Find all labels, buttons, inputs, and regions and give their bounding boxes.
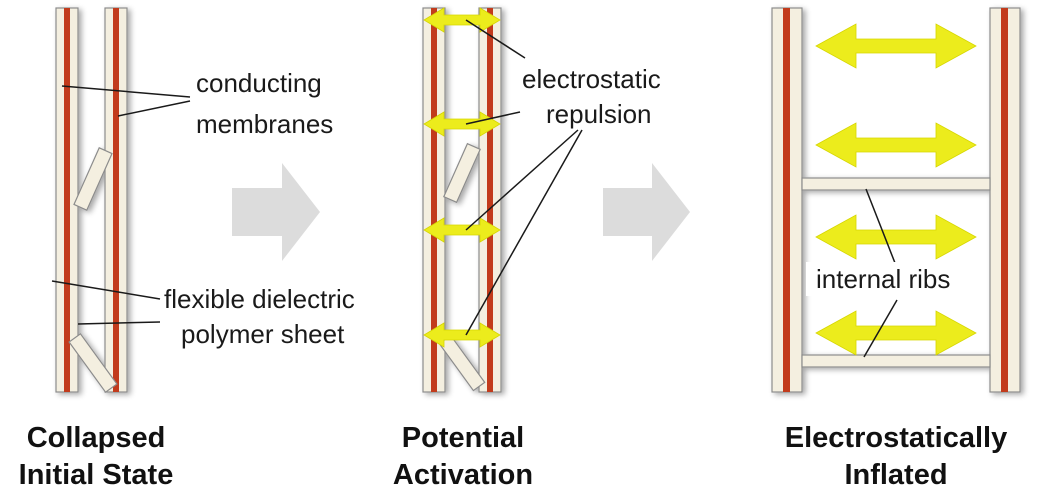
repulsion-arrow-icon xyxy=(423,217,501,243)
repulsion-arrow-icon xyxy=(423,322,501,348)
repulsion-arrows-large xyxy=(815,23,977,356)
label-membranes: membranes xyxy=(196,109,333,139)
label-electrostatic: electrostatic xyxy=(522,64,661,94)
label-conducting: conducting xyxy=(196,68,322,98)
membrane-left xyxy=(55,7,79,393)
repulsion-arrow-icon xyxy=(815,122,977,168)
membrane-left xyxy=(422,7,446,393)
membrane-left xyxy=(771,7,803,393)
stage-collapsed xyxy=(55,7,128,394)
leaders-stage2 xyxy=(465,19,583,336)
folded-polymer-sheet-upper xyxy=(443,142,481,204)
label-background xyxy=(806,262,986,296)
membrane-right xyxy=(104,7,128,393)
flow-arrow-1 xyxy=(232,163,320,261)
repulsion-arrows-small xyxy=(423,7,501,348)
label-internal-ribs: internal ribs xyxy=(816,264,950,294)
internal-rib-lower xyxy=(801,354,991,368)
caption-stage1-line2: Initial State xyxy=(19,459,174,491)
leaders-stage1 xyxy=(51,85,191,325)
repulsion-arrow-icon xyxy=(423,7,501,33)
leaders-stage3 xyxy=(863,188,898,358)
label-flexible-dielectric: flexible dielectric xyxy=(164,284,355,314)
membrane-right xyxy=(989,7,1021,393)
stage-inflated xyxy=(771,7,1021,393)
flow-arrow-2 xyxy=(603,163,690,261)
label-repulsion: repulsion xyxy=(546,99,652,129)
caption-stage2-line1: Potential xyxy=(402,422,524,454)
folded-polymer-sheet-upper xyxy=(73,147,113,211)
repulsion-arrow-icon xyxy=(423,111,501,137)
internal-rib-upper xyxy=(801,177,991,191)
repulsion-arrow-icon xyxy=(815,23,977,69)
caption-stage2-line2: Activation xyxy=(393,459,533,491)
caption-stage1-line1: Collapsed xyxy=(27,422,166,454)
repulsion-arrow-icon xyxy=(815,214,977,260)
caption-stage3-line1: Electrostatically xyxy=(785,422,1007,454)
caption-stage3-line2: Inflated xyxy=(844,459,947,491)
repulsion-arrow-icon xyxy=(815,310,977,356)
membrane-right xyxy=(478,7,502,393)
folded-polymer-sheet-lower xyxy=(438,334,486,392)
label-polymer-sheet: polymer sheet xyxy=(181,319,345,349)
stage-activation xyxy=(422,7,502,393)
folded-polymer-sheet-lower xyxy=(68,332,118,394)
